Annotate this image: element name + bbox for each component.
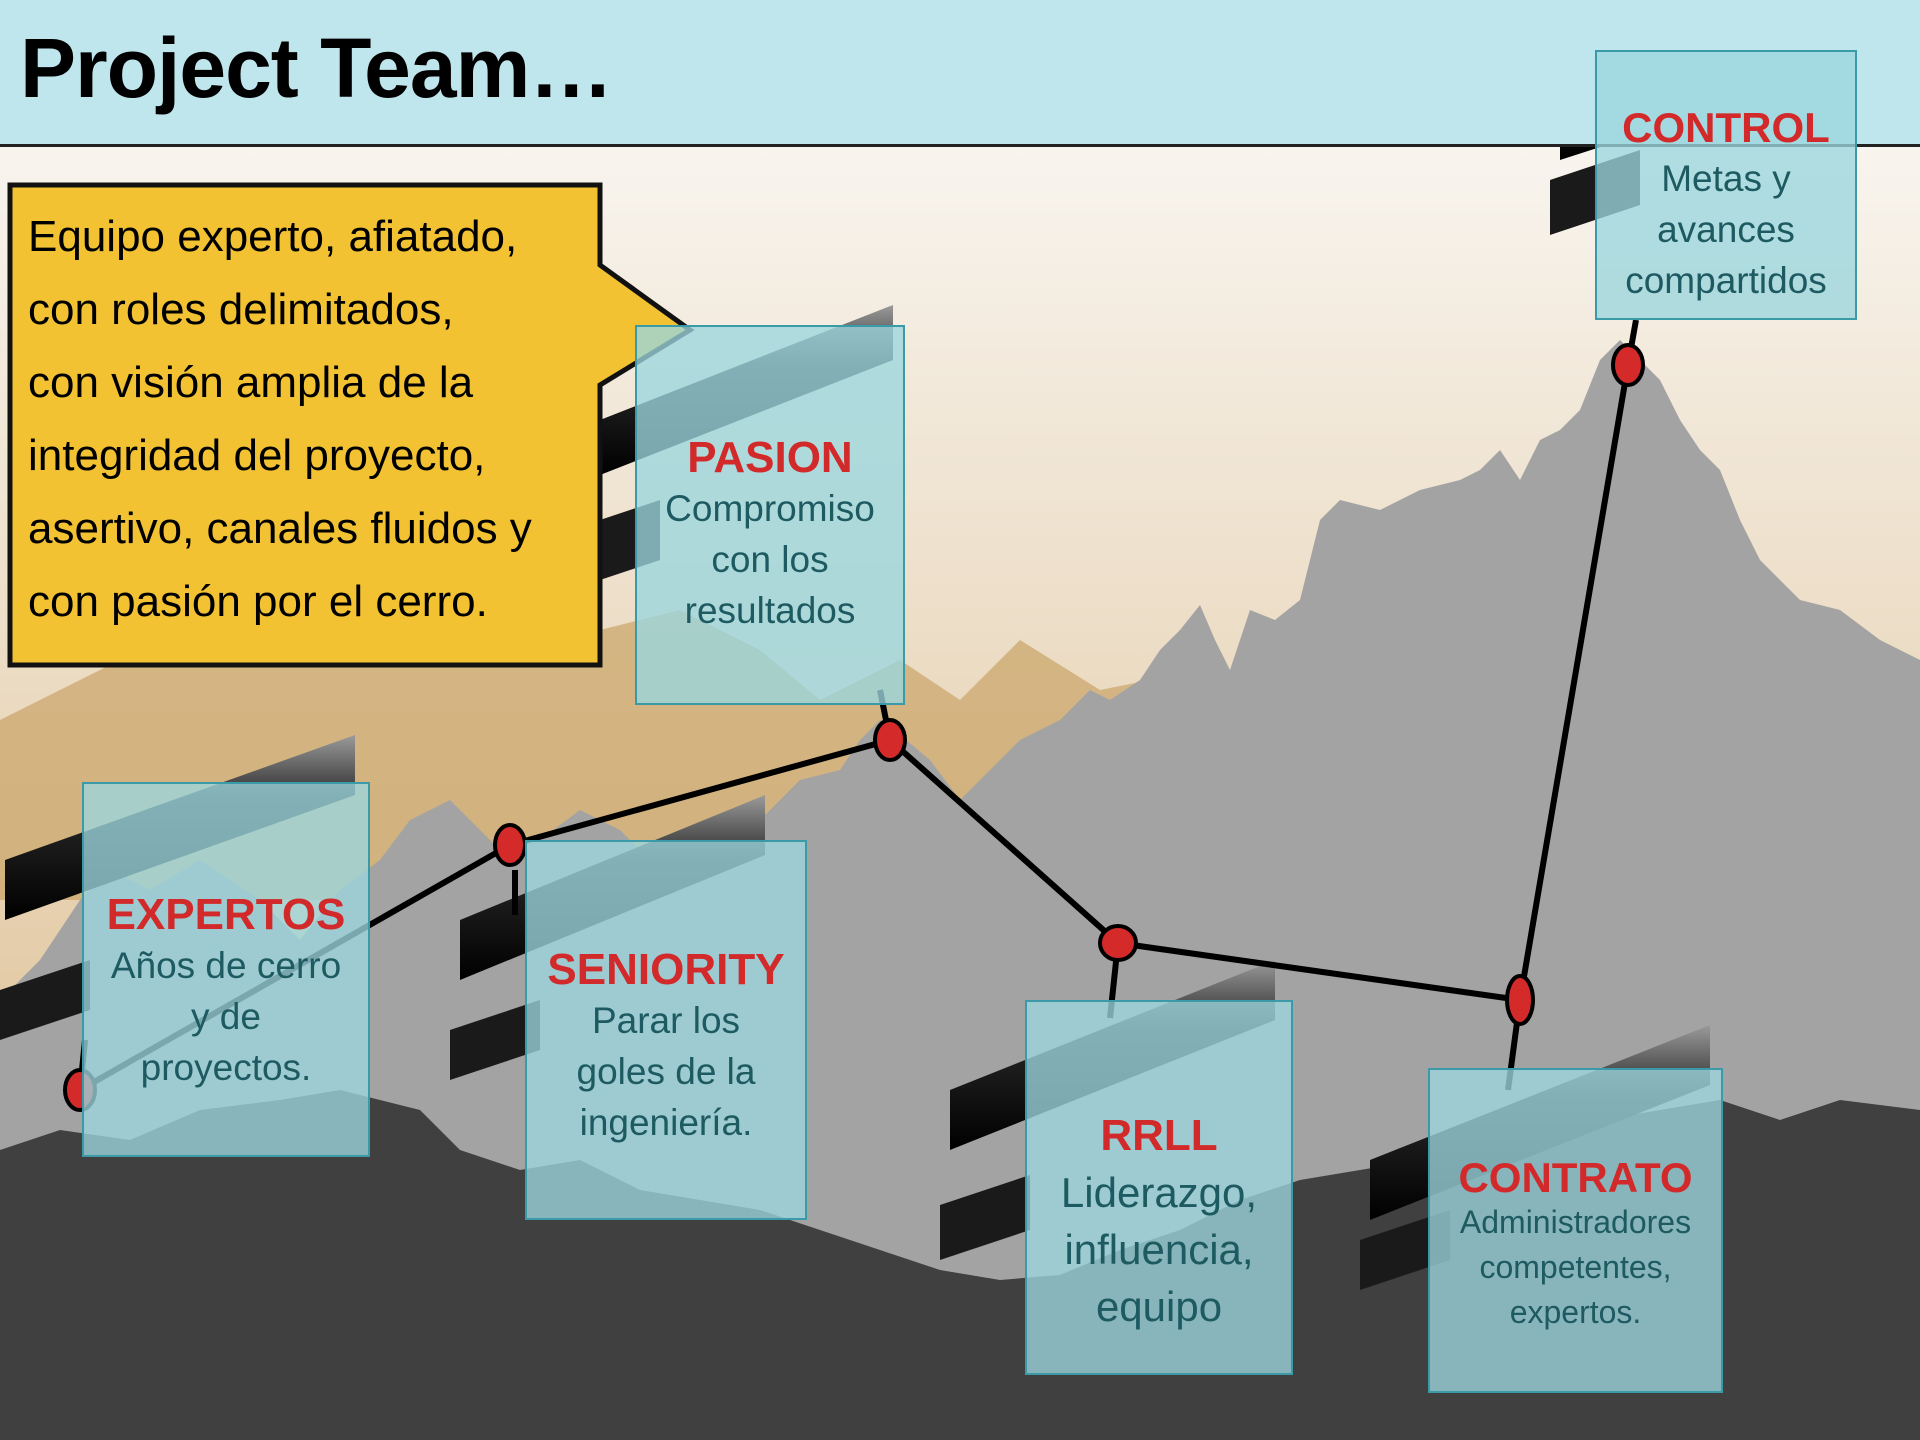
flag-text: Años de cerro <box>110 945 342 986</box>
flag-text: avances <box>1657 209 1795 250</box>
flag-text: con los <box>711 539 829 580</box>
flag-text: compartidos <box>1625 260 1827 301</box>
flag-card-pasion: PASION Compromiso con los resultados <box>635 325 905 705</box>
flag-text: proyectos. <box>140 1047 312 1088</box>
flag-text: influencia, <box>1064 1226 1254 1273</box>
flag-card-seniority: SENIORITY Parar los goles de la ingenier… <box>525 840 807 1220</box>
flag-text: Parar los <box>591 1000 741 1041</box>
pin-pasion <box>873 718 907 762</box>
flag-text: Compromiso <box>665 488 875 529</box>
flag-title: CONTROL <box>1622 104 1830 151</box>
pin-seniority <box>493 823 527 867</box>
page-title: Project Team… <box>20 21 613 115</box>
callout-text: Equipo experto, afiatado, con roles deli… <box>28 200 598 638</box>
flag-text: Liderazgo, <box>1060 1169 1258 1216</box>
pin-contrato <box>1505 974 1535 1026</box>
flag-text: ingeniería. <box>579 1102 753 1143</box>
callout-line: integridad del proyecto, <box>28 431 486 480</box>
flag-text: Metas y <box>1661 158 1791 199</box>
flag-text: resultados <box>684 590 856 631</box>
flag-card-control: CONTROL Metas y avances compartidos <box>1595 50 1857 320</box>
callout-line: asertivo, canales fluidos y <box>28 504 532 553</box>
flag-title: PASION <box>687 433 853 482</box>
flag-title: SENIORITY <box>547 945 785 994</box>
flag-title: EXPERTOS <box>106 890 346 939</box>
flag-text: Administradores <box>1459 1204 1692 1240</box>
callout-line: con pasión por el cerro. <box>28 577 488 626</box>
callout-line: con visión amplia de la <box>28 358 474 407</box>
flag-text: equipo <box>1095 1283 1223 1330</box>
callout-line: con roles delimitados, <box>28 285 454 334</box>
flag-text: y de <box>191 996 261 1037</box>
flag-text: goles de la <box>576 1051 756 1092</box>
pin-control <box>1611 343 1645 387</box>
flag-text: competentes, <box>1479 1249 1672 1285</box>
flag-text: expertos. <box>1509 1294 1642 1330</box>
flag-card-contrato: CONTRATO Administradores competentes, ex… <box>1428 1068 1723 1393</box>
pin-rrll <box>1098 924 1138 962</box>
flag-card-rrll: RRLL Liderazgo, influencia, equipo <box>1025 1000 1293 1375</box>
callout-line: Equipo experto, afiatado, <box>28 212 518 261</box>
flag-title: CONTRATO <box>1458 1154 1693 1201</box>
flag-title: RRLL <box>1100 1111 1218 1160</box>
flag-card-expertos: EXPERTOS Años de cerro y de proyectos. <box>82 782 370 1157</box>
